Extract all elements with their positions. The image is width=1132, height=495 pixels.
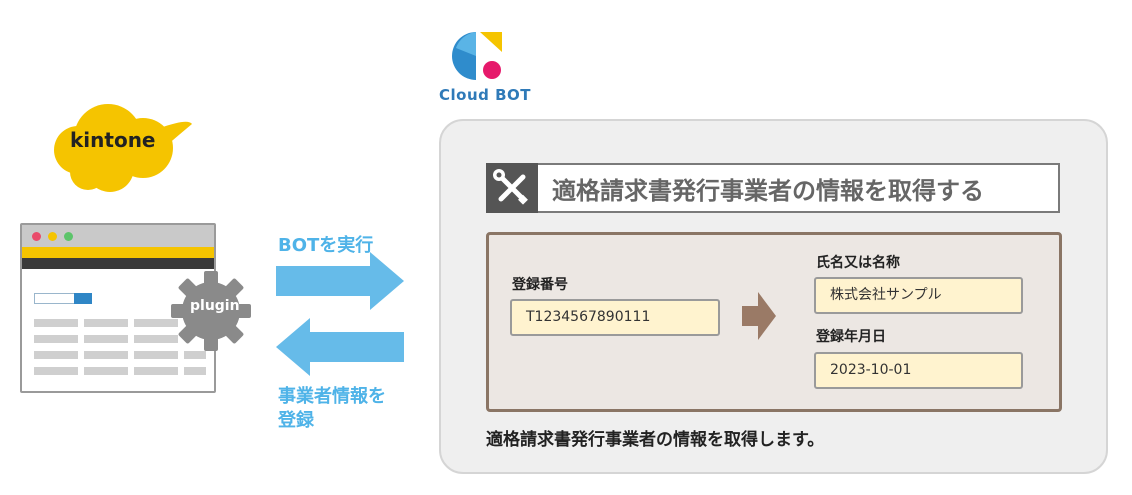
register-info-label: 事業者情報を 登録 (278, 385, 408, 433)
app-search-button (74, 293, 92, 304)
register-info-line2: 登録 (278, 410, 314, 431)
bot-title-box (486, 163, 1060, 213)
table-cell (34, 367, 78, 375)
bot-title: 適格請求書発行事業者の情報を取得する (552, 177, 984, 205)
table-cell (134, 367, 178, 375)
run-bot-label: BOTを実行 (278, 235, 374, 256)
table-cell (34, 351, 78, 359)
table-cell (84, 319, 128, 327)
window-minimize-dot (48, 232, 57, 241)
table-cell (184, 367, 206, 375)
arrow-left-icon (276, 318, 404, 376)
bot-description: 適格請求書発行事業者の情報を取得します。 (486, 430, 825, 450)
flow-arrow-icon (742, 292, 776, 340)
table-cell (134, 335, 178, 343)
window-close-dot (32, 232, 41, 241)
app-header-bar (22, 247, 214, 258)
registration-date-label: 登録年月日 (816, 329, 886, 345)
wrench-screwdriver-icon (493, 169, 528, 205)
cloudbot-logo-text: Cloud BOT (439, 86, 532, 104)
table-cell (34, 335, 78, 343)
window-maximize-dot (64, 232, 73, 241)
window-titlebar (22, 225, 214, 247)
table-cell (84, 367, 128, 375)
table-cell (84, 335, 128, 343)
kintone-cloud-icon (54, 104, 192, 192)
plugin-gear-icon (171, 271, 251, 351)
plugin-label: plugin (190, 298, 240, 314)
register-info-line1: 事業者情報を (278, 386, 386, 407)
name-field[interactable]: 株式会社サンプル (814, 277, 1023, 314)
cloudbot-logo-icon (452, 32, 502, 80)
kintone-app-window (20, 223, 216, 393)
registration-number-field[interactable]: T1234567890111 (510, 299, 720, 336)
table-cell (34, 319, 78, 327)
table-cell (134, 351, 178, 359)
table-cell (184, 351, 206, 359)
app-toolbar (22, 258, 214, 269)
name-label: 氏名又は名称 (816, 255, 900, 271)
registration-number-label: 登録番号 (512, 277, 568, 293)
table-cell (84, 351, 128, 359)
kintone-logo-text: kintone (70, 128, 156, 152)
arrow-right-icon (276, 252, 404, 310)
table-cell (134, 319, 178, 327)
tool-icon-block (486, 163, 538, 213)
registration-date-field[interactable]: 2023-10-01 (814, 352, 1023, 389)
